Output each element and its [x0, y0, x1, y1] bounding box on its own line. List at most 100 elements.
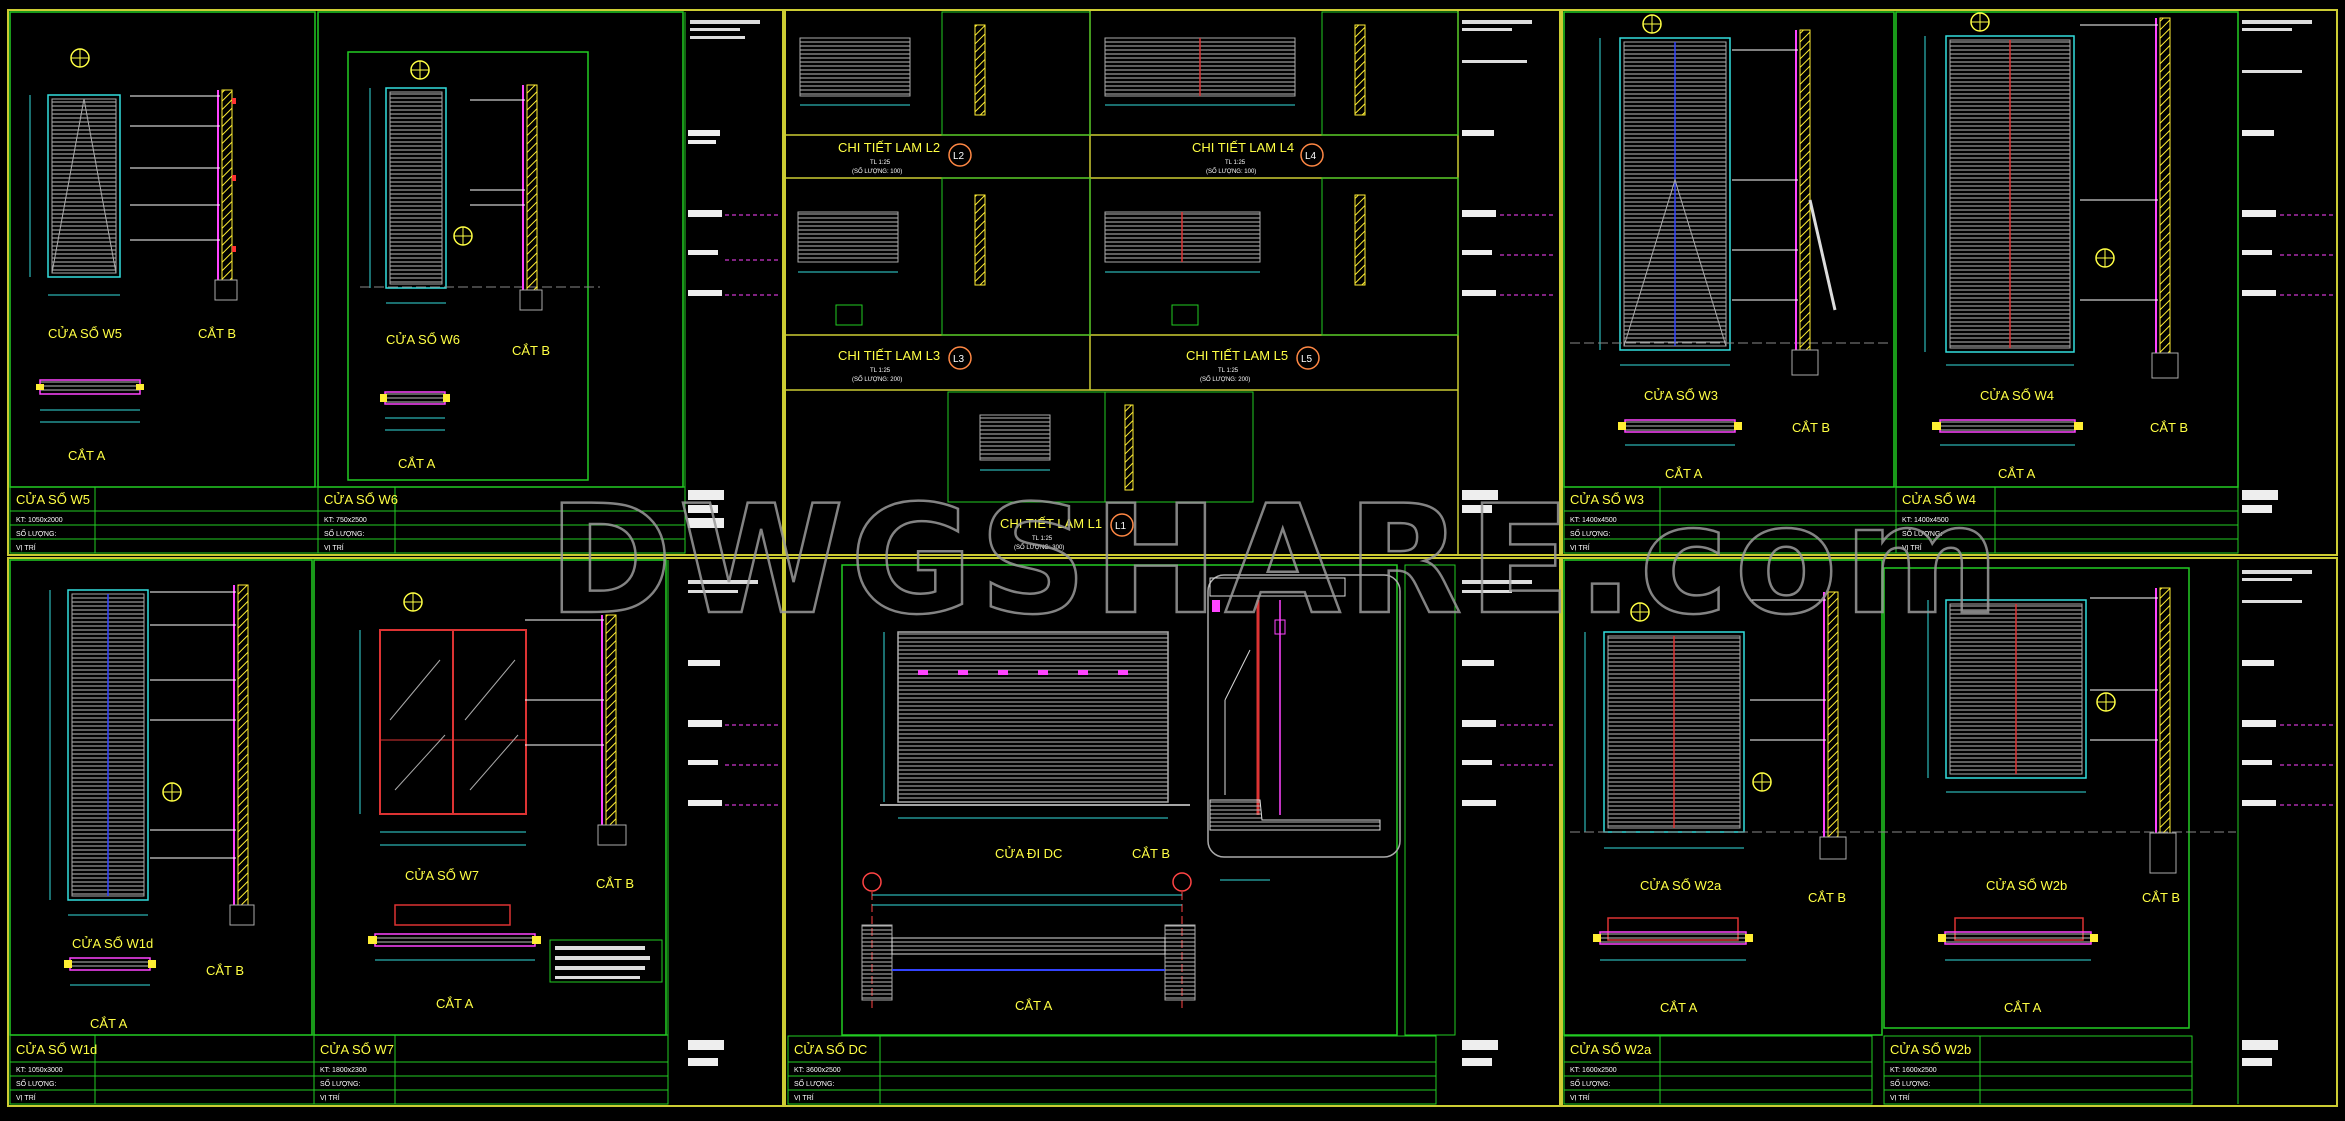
schedule-w2a-w2b: CỬA SỔ W2a KT: 1600x2500 SỐ LƯỢNG: VỊ TR… — [1563, 1035, 2193, 1105]
w1d-plan-label: CẮT A — [90, 1016, 128, 1031]
table-w4-qty: SỐ LƯỢNG: — [1902, 528, 1942, 538]
w7-title: CỬA SỔ W7 — [405, 868, 479, 883]
panel-w5-w6: CỬA SỔ W5 CẮT B CẮT A CỬA SỔ W6 CẮT B CẮ… — [9, 11, 684, 488]
sheet-frames — [7, 9, 2338, 1107]
l2-scale: TL 1:25 — [870, 160, 891, 166]
l3-qty: (SỐ LƯỢNG: 200) — [852, 376, 902, 383]
w1d-section-label: CẮT B — [206, 963, 244, 978]
table-w5-size: KT: 1050x2000 — [16, 517, 63, 524]
table-w3-size: KT: 1400x4500 — [1570, 517, 1617, 524]
table-w7-name: CỬA SỔ W7 — [320, 1042, 394, 1057]
w2b-plan-label: CẮT A — [2004, 1000, 2042, 1015]
table-w4-size: KT: 1400x4500 — [1902, 517, 1949, 524]
table-w1d-qty: SỐ LƯỢNG: — [16, 1078, 56, 1088]
dc-plan-label: CẮT A — [1015, 998, 1053, 1013]
table-w3-name: CỬA SỔ W3 — [1570, 492, 1644, 507]
l3-title: CHI TIẾT LAM L3 — [838, 348, 940, 363]
panel-w1d-w7: CỬA SỔ W1d CẮT B CẮT A CỬA SỔ W7 CẮT B C… — [9, 559, 667, 1036]
w1d-title: CỬA SỔ W1d — [72, 936, 153, 951]
schedule-w1d-w7: CỬA SỔ W1d KT: 1050x3000 SỐ LƯỢNG: VỊ TR… — [9, 1034, 669, 1105]
l5-title: CHI TIẾT LAM L5 — [1186, 348, 1288, 363]
l1-scale: TL 1:25 — [1032, 536, 1053, 542]
l3-scale: TL 1:25 — [870, 368, 891, 374]
table-dc-qty: SỐ LƯỢNG: — [794, 1078, 834, 1088]
l5-scale: TL 1:25 — [1218, 368, 1239, 374]
table-w1d-loc: VỊ TRÍ — [16, 1093, 36, 1102]
table-w2b-qty: SỐ LƯỢNG: — [1890, 1078, 1930, 1088]
w3-section-label: CẮT B — [1792, 420, 1830, 435]
l4-tag: L4 — [1305, 151, 1317, 162]
dc-section-label: CẮT B — [1132, 846, 1170, 861]
w3-plan-label: CẮT A — [1665, 466, 1703, 481]
table-w6-size: KT: 750x2500 — [324, 517, 367, 524]
w5-plan-label: CẮT A — [68, 448, 106, 463]
w5-title: CỬA SỔ W5 — [48, 326, 122, 341]
panel-door-dc: CỬA ĐI DC CẮT B CẮT A — [841, 564, 1456, 1036]
w4-section-label: CẮT B — [2150, 420, 2188, 435]
w4-title: CỬA SỔ W4 — [1980, 388, 2054, 403]
schedule-dc: CỬA SỔ DC KT: 3600x2500 SỐ LƯỢNG: VỊ TRÍ — [787, 1035, 1437, 1105]
title-strip-left-bottom — [667, 560, 780, 1104]
w7-section-label: CẮT B — [596, 876, 634, 891]
table-w2b-loc: VỊ TRÍ — [1890, 1093, 1910, 1102]
w6-title: CỬA SỔ W6 — [386, 332, 460, 347]
w2b-title: CỬA SỔ W2b — [1986, 878, 2067, 893]
table-w5-name: CỬA SỔ W5 — [16, 492, 90, 507]
table-dc-name: CỬA SỔ DC — [794, 1042, 867, 1057]
dc-title: CỬA ĐI DC — [995, 846, 1062, 861]
l2-tag: L2 — [953, 151, 965, 162]
w4-plan-label: CẮT A — [1998, 466, 2036, 481]
table-w1d-size: KT: 1050x3000 — [16, 1067, 63, 1074]
w3-title: CỬA SỔ W3 — [1644, 388, 1718, 403]
table-w6-qty: SỐ LƯỢNG: — [324, 528, 364, 538]
w7-plan-label: CẮT A — [436, 996, 474, 1011]
table-w2a-name: CỬA SỔ W2a — [1570, 1042, 1652, 1057]
panel-w2a-w2b: CỬA SỔ W2a CẮT B CẮT A CỬA SỔ W2b CẮT B … — [1563, 559, 2236, 1036]
table-dc-size: KT: 3600x2500 — [794, 1067, 841, 1074]
watermark: DWGSHARE.com — [548, 474, 2006, 648]
table-w5-qty: SỐ LƯỢNG: — [16, 528, 56, 538]
l2-title: CHI TIẾT LAM L2 — [838, 140, 940, 155]
panel-lam-details: L2 L4 L3 L5 L1 CHI TIẾT LAM L2 TL 1:25 (… — [785, 10, 1459, 555]
title-strip-right-top — [2237, 12, 2334, 553]
table-w4-loc: VỊ TRÍ — [1902, 543, 1922, 552]
title-strip-middle-bottom — [1462, 580, 1556, 1066]
l5-tag: L5 — [1301, 354, 1313, 365]
title-strip-right-bottom — [2237, 560, 2334, 1104]
l4-title: CHI TIẾT LAM L4 — [1192, 140, 1294, 155]
table-w6-name: CỬA SỔ W6 — [324, 492, 398, 507]
l3-tag: L3 — [953, 354, 965, 365]
table-w2a-size: KT: 1600x2500 — [1570, 1067, 1617, 1074]
l4-qty: (SỐ LƯỢNG: 100) — [1206, 168, 1256, 175]
w6-plan-label: CẮT A — [398, 456, 436, 471]
table-w7-loc: VỊ TRÍ — [320, 1093, 340, 1102]
l4-scale: TL 1:25 — [1225, 160, 1246, 166]
w2a-title: CỬA SỔ W2a — [1640, 878, 1722, 893]
l2-qty: (SỐ LƯỢNG: 100) — [852, 168, 902, 175]
l1-tag: L1 — [1115, 521, 1127, 532]
table-w2a-qty: SỐ LƯỢNG: — [1570, 1078, 1610, 1088]
table-w3-loc: VỊ TRÍ — [1570, 543, 1590, 552]
table-w2b-name: CỬA SỔ W2b — [1890, 1042, 1971, 1057]
table-w4-name: CỬA SỔ W4 — [1902, 492, 1976, 507]
w2a-section-label: CẮT B — [1808, 890, 1846, 905]
w2b-section-label: CẮT B — [2142, 890, 2180, 905]
table-w2a-loc: VỊ TRÍ — [1570, 1093, 1590, 1102]
schedule-w5-w6: CỬA SỔ W5 KT: 1050x2000 SỐ LƯỢNG: VỊ TRÍ… — [9, 486, 686, 554]
table-w7-size: KT: 1800x2300 — [320, 1067, 367, 1074]
table-w5-loc: VỊ TRÍ — [16, 543, 36, 552]
l1-qty: (SỐ LƯỢNG: 300) — [1014, 544, 1064, 551]
title-strip-left-top — [684, 12, 780, 553]
l5-qty: (SỐ LƯỢNG: 200) — [1200, 376, 1250, 383]
schedule-w3-w4: CỬA SỔ W3 KT: 1400x4500 SỐ LƯỢNG: VỊ TRÍ… — [1563, 486, 2239, 554]
w2a-plan-label: CẮT A — [1660, 1000, 1698, 1015]
table-w3-qty: SỐ LƯỢNG: — [1570, 528, 1610, 538]
table-w2b-size: KT: 1600x2500 — [1890, 1067, 1937, 1074]
table-w6-loc: VỊ TRÍ — [324, 543, 344, 552]
table-w1d-name: CỬA SỔ W1d — [16, 1042, 97, 1057]
table-dc-loc: VỊ TRÍ — [794, 1093, 814, 1102]
table-w7-qty: SỐ LƯỢNG: — [320, 1078, 360, 1088]
l1-title: CHI TIẾT LAM L1 — [1000, 516, 1102, 531]
